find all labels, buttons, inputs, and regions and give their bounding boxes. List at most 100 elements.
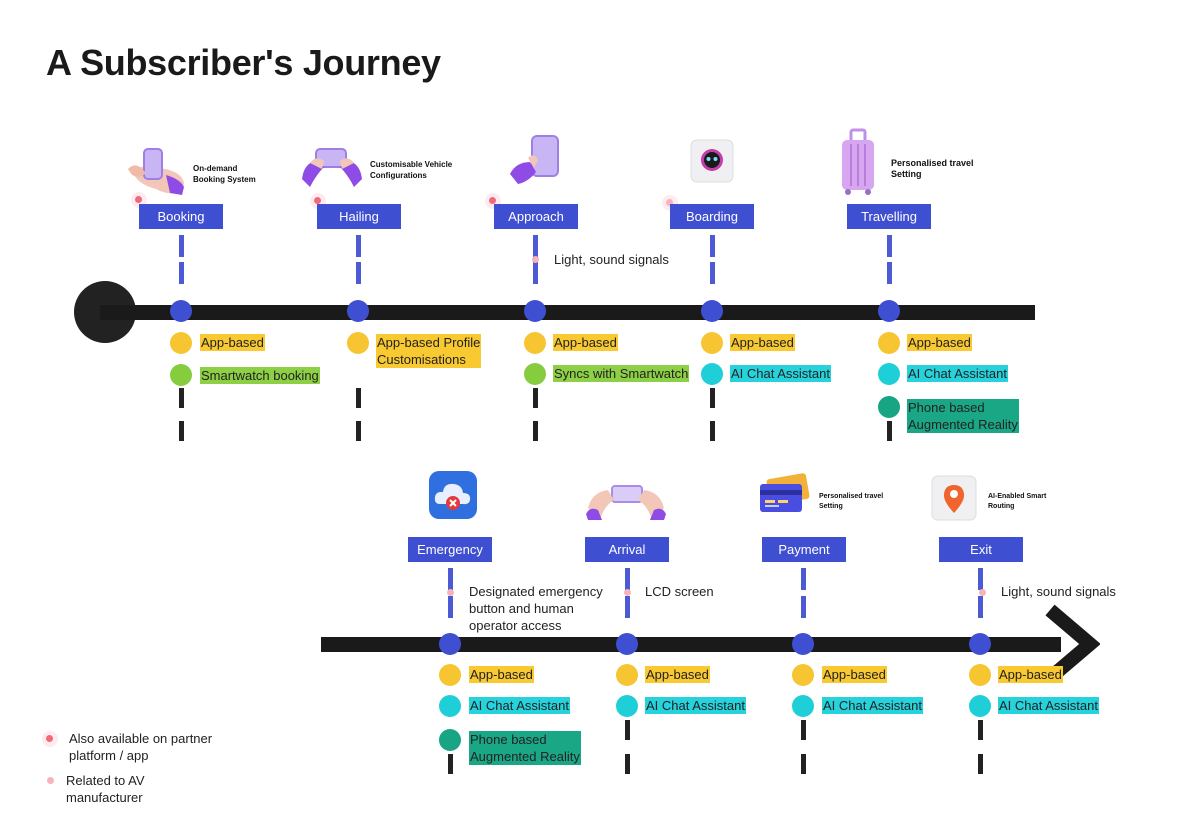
approach-note: Light, sound signals [554,252,669,267]
stage-exit[interactable]: Exit [939,537,1023,562]
feature-label: App-based [200,334,265,351]
connector [801,568,806,590]
dash [625,720,630,740]
cloud-alert-icon [429,471,477,519]
ai-dot [878,363,900,385]
stage-label: Boarding [685,209,739,224]
feature-label: App-based [553,334,618,351]
timeline-top-line [100,305,1035,320]
exit-caption: AI-Enabled Smart Routing [988,493,1047,510]
timeline-node [439,633,461,655]
av-dot [666,199,673,206]
av-dot [532,256,539,263]
stage-hailing[interactable]: Hailing [317,204,401,229]
ai-dot [969,695,991,717]
feature-label: App-based [469,666,534,683]
connector [887,235,892,257]
connector [887,262,892,284]
timeline-node [170,300,192,322]
dash [356,388,361,408]
connector [533,235,538,257]
app-dot [524,332,546,354]
phone-landscape-icon [586,485,666,520]
ai-dot [616,695,638,717]
app-dot [616,664,638,686]
app-dot [701,332,723,354]
stage-label: Exit [970,542,992,557]
feature-label: AI Chat Assistant [645,697,746,714]
connector [978,596,983,618]
dash [978,720,983,740]
payment-caption: Personalised travel Setting [819,493,884,510]
timeline-node [878,300,900,322]
app-dot [792,664,814,686]
connector [356,235,361,257]
stage-approach[interactable]: Approach [494,204,578,229]
dash [978,754,983,774]
legend-partner-label: Also available on partner platform / app [69,731,213,763]
timeline-node [792,633,814,655]
connector [978,568,983,590]
stage-travelling[interactable]: Travelling [847,204,931,229]
stage-label: Travelling [861,209,917,224]
hailing-caption: Customisable Vehicle Configurations [370,160,453,180]
feature-label: AI Chat Assistant [998,697,1099,714]
phone-hand-icon [510,135,559,184]
emergency-note: Designated emergency button and human op… [469,584,603,633]
stage-boarding[interactable]: Boarding [670,204,754,229]
dash [533,421,538,441]
partner-dot [314,197,321,204]
page-title: A Subscriber's Journey [46,42,441,83]
ai-dot [792,695,814,717]
arrival-note: LCD screen [645,584,714,599]
connector [356,262,361,284]
dash [710,421,715,441]
feature-label: Syncs with Smartwatch [553,365,690,382]
app-dot [170,332,192,354]
dash [801,720,806,740]
stage-arrival[interactable]: Arrival [585,537,669,562]
app-dot [878,332,900,354]
connector [179,235,184,257]
connector [625,568,630,590]
av-dot [979,589,986,596]
stage-booking[interactable]: Booking [139,204,223,229]
av-dot [447,589,454,596]
ai-dot [439,695,461,717]
ar-dot [439,729,461,751]
connector [448,596,453,618]
robot-app-icon [690,139,734,183]
phone-hands-icon [302,148,362,187]
feature-label: App-based [998,666,1063,683]
dash [179,388,184,408]
feature-label: App-based [730,334,795,351]
dash [887,421,892,441]
connector [533,262,538,284]
dash [179,421,184,441]
app-dot [969,664,991,686]
connector [179,262,184,284]
dash [533,388,538,408]
stage-payment[interactable]: Payment [762,537,846,562]
connector [710,262,715,284]
travelling-caption: Personalised travel Setting [891,158,974,179]
dash [625,754,630,774]
feature-label: Phone based Augmented Reality [469,731,581,765]
legend-av-label: Related to AV manufacturer [66,773,145,805]
smartwatch-dot [524,363,546,385]
legend-av-dot [47,777,54,784]
dash [448,754,453,774]
legend-partner-dot [46,735,53,742]
feature-label: AI Chat Assistant [907,365,1008,382]
dash [801,754,806,774]
ai-dot [701,363,723,385]
feature-label: App-based [822,666,887,683]
map-pin-icon [931,475,977,521]
feature-label: App-based [907,334,972,351]
feature-label: Smartwatch booking [200,367,320,384]
suitcase-icon [842,128,874,195]
stage-label: Emergency [417,542,483,557]
ar-dot [878,396,900,418]
stage-label: Arrival [608,542,646,557]
stage-emergency[interactable]: Emergency [408,537,492,562]
